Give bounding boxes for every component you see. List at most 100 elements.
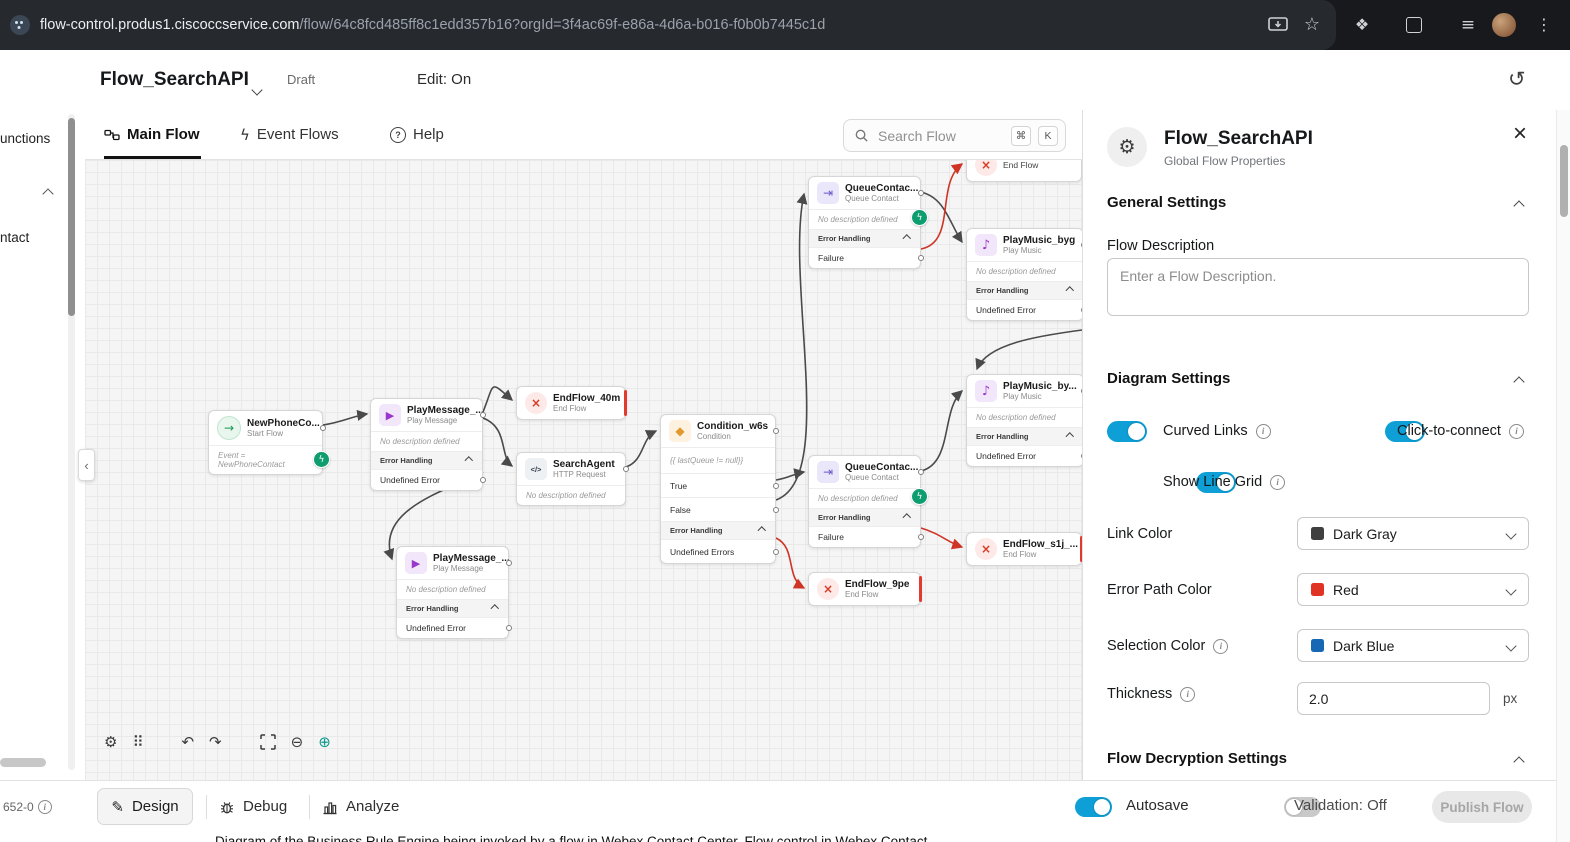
node-error-row[interactable]: Undefined Errors	[661, 539, 775, 563]
panel-close-icon[interactable]: ×	[1513, 120, 1528, 147]
link-color-select[interactable]: Dark Gray	[1297, 517, 1529, 550]
node-section-header[interactable]: Error Handling	[809, 508, 920, 526]
thickness-input[interactable]	[1297, 682, 1490, 715]
node-section-header[interactable]: Error Handling	[967, 427, 1082, 445]
click-to-connect-info-icon[interactable]: i	[1508, 423, 1524, 439]
extensions-icon[interactable]: ❖	[1354, 15, 1370, 34]
flow-link-error[interactable]	[920, 163, 964, 250]
tab-main-flow[interactable]: Main Flow	[104, 110, 200, 159]
search-flow-box[interactable]: ⌘ K	[843, 119, 1066, 152]
flow-link-link[interactable]	[775, 192, 808, 501]
general-settings-chevron-up-icon[interactable]	[1513, 200, 1525, 212]
flow-decryption-chevron-up-icon[interactable]	[1513, 756, 1525, 768]
sidebar-scrollbar-thumb[interactable]	[68, 118, 75, 316]
flow-link-link[interactable]	[975, 329, 1082, 371]
flow-link-error[interactable]	[775, 537, 806, 589]
flow-link-link[interactable]	[625, 430, 658, 468]
reading-list-icon[interactable]: ≡	[1460, 15, 1476, 35]
node-section-header[interactable]: Error Handling	[397, 599, 508, 617]
browser-extension-icon[interactable]	[1402, 0, 1426, 50]
section-general-settings[interactable]: General Settings	[1107, 194, 1227, 211]
publish-flow-button[interactable]: Publish Flow	[1432, 791, 1532, 823]
zoom-in-icon[interactable]: ⊕	[318, 733, 331, 751]
event-bolt-badge[interactable]: ϟ	[911, 488, 928, 505]
flow-link-link[interactable]	[920, 390, 964, 472]
node-section-header[interactable]: Error Handling	[661, 521, 775, 539]
canvas-settings-icon[interactable]: ⚙	[104, 733, 118, 751]
history-icon[interactable]: ↺	[1508, 67, 1526, 91]
node-error-row[interactable]: Undefined Error	[397, 617, 508, 638]
flow-title[interactable]: Flow_SearchAPI	[100, 69, 249, 90]
event-bolt-badge[interactable]: ϟ	[911, 209, 928, 226]
site-info-icon[interactable]	[10, 15, 30, 35]
browser-profile-avatar[interactable]	[1492, 13, 1516, 37]
diagram-settings-chevron-up-icon[interactable]	[1513, 376, 1525, 388]
flow-link-link[interactable]	[482, 417, 514, 467]
sidebar-scrollbar-track[interactable]	[68, 114, 75, 770]
curved-links-toggle[interactable]	[1107, 421, 1147, 442]
flow-title-chevron-down-icon[interactable]	[251, 84, 263, 96]
url-bar[interactable]: flow-control.produs1.ciscoccservice.com/…	[40, 0, 825, 50]
snap-grid-icon[interactable]: ⠿	[132, 733, 144, 751]
flow-node-endflow-s1j[interactable]: ×EndFlow_s1j_...End Flow	[966, 532, 1082, 566]
mode-analyze-button[interactable]: Analyze	[322, 788, 399, 825]
zoom-out-icon[interactable]: ⊖	[290, 733, 304, 751]
flow-node-endflow-top[interactable]: ×End Flow	[966, 160, 1082, 182]
flow-link-error[interactable]	[920, 527, 964, 550]
node-error-row[interactable]: Undefined Error	[371, 469, 482, 490]
mode-design-button[interactable]: ✎ Design	[97, 788, 193, 825]
tab-event-flows[interactable]: ϟ Event Flows	[240, 125, 339, 144]
fit-view-icon[interactable]	[259, 734, 276, 750]
flow-link-link[interactable]	[322, 409, 369, 426]
section-flow-decryption-settings[interactable]: Flow Decryption Settings	[1107, 750, 1288, 767]
search-flow-input[interactable]	[876, 126, 1004, 145]
version-info-icon[interactable]: i	[37, 800, 52, 814]
selection-color-select[interactable]: Dark Blue	[1297, 629, 1529, 662]
flow-description-input[interactable]	[1107, 258, 1529, 316]
node-branch-row[interactable]: False	[661, 497, 775, 521]
node-section-header[interactable]: Error Handling	[967, 281, 1082, 299]
node-error-row[interactable]: Failure	[809, 247, 920, 268]
curved-links-info-icon[interactable]: i	[1255, 423, 1271, 439]
page-scrollbar-thumb[interactable]	[1560, 145, 1568, 217]
node-branch-row[interactable]: True	[661, 473, 775, 497]
show-line-grid-info-icon[interactable]: i	[1270, 474, 1286, 490]
node-section-header[interactable]: Error Handling	[371, 451, 482, 469]
sidebar-item-contact-fragment[interactable]: ntact	[0, 230, 30, 245]
flow-link-link[interactable]	[482, 386, 514, 413]
sidebar-item-functions-fragment[interactable]: unctions	[0, 131, 51, 146]
node-error-row[interactable]: Undefined Error	[967, 445, 1082, 466]
validation-toggle[interactable]	[1284, 797, 1322, 817]
page-scrollbar-track[interactable]	[1556, 110, 1570, 842]
show-line-grid-toggle[interactable]	[1195, 472, 1236, 493]
sidebar-chevron-up-icon[interactable]	[42, 188, 54, 200]
redo-icon[interactable]: ↷	[209, 733, 222, 751]
autosave-toggle[interactable]	[1075, 797, 1112, 817]
bookmark-star-icon[interactable]: ☆	[1303, 14, 1321, 35]
sidebar-horizontal-scrollbar[interactable]	[0, 758, 46, 767]
browser-omnibox[interactable]: flow-control.produs1.ciscoccservice.com/…	[0, 0, 1336, 50]
click-to-connect-toggle[interactable]	[1385, 421, 1426, 442]
selection-color-info-icon[interactable]: i	[1213, 638, 1229, 654]
thickness-info-icon[interactable]: i	[1180, 686, 1196, 702]
undo-icon[interactable]: ↶	[181, 733, 195, 751]
mode-debug-button[interactable]: Debug	[219, 788, 287, 825]
browser-menu-kebab-icon[interactable]: ⋮	[1536, 15, 1552, 34]
flow-link-link[interactable]	[775, 468, 806, 481]
cast-screen-icon[interactable]	[1264, 0, 1292, 50]
tab-help[interactable]: ? Help	[390, 110, 444, 159]
node-section-header[interactable]: Error Handling	[809, 229, 920, 247]
sidebar-collapse-handle[interactable]: ‹	[78, 449, 95, 481]
error-path-color-select[interactable]: Red	[1297, 573, 1529, 606]
node-error-row[interactable]: Undefined Error	[967, 299, 1082, 320]
